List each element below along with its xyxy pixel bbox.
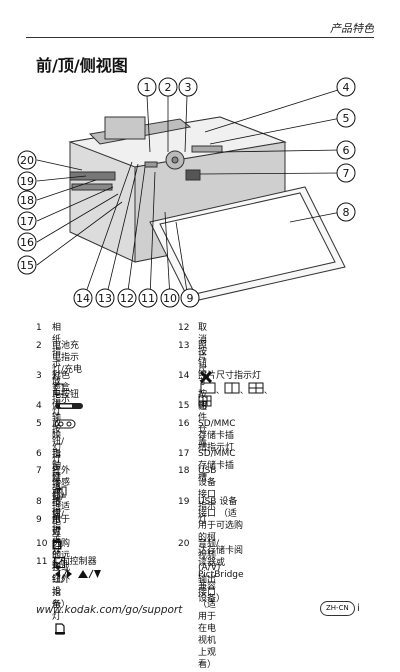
callout-10: 10 <box>160 288 180 308</box>
callout-circles: 1 2 3 4 5 6 7 8 9 10 11 12 13 14 15 16 1… <box>17 77 356 308</box>
slideshow-icon <box>52 540 62 550</box>
photo-size-icons: 、 、 、 <box>200 382 272 394</box>
photo-size-grid-icon <box>198 395 212 407</box>
callout-9: 9 <box>180 288 200 308</box>
svg-text:、: 、 <box>240 386 248 394</box>
callout-18: 18 <box>17 190 37 210</box>
battery-icon <box>55 403 83 410</box>
callout-7: 7 <box>336 163 356 183</box>
svg-text:12: 12 <box>120 292 134 305</box>
svg-text:20: 20 <box>20 154 34 167</box>
callout-11: 11 <box>138 288 158 308</box>
leader-lines <box>36 89 342 299</box>
callout-8: 8 <box>336 202 356 222</box>
svg-text:5: 5 <box>343 112 350 125</box>
svg-text:13: 13 <box>98 292 112 305</box>
svg-text:19: 19 <box>20 175 34 188</box>
callout-19: 19 <box>17 171 37 191</box>
callout-4: 4 <box>336 77 356 97</box>
four-way-controller-icon <box>55 569 101 578</box>
support-url[interactable]: www.kodak.com/go/support <box>36 604 183 616</box>
callout-12: 12 <box>117 288 137 308</box>
auto-enhance-icon <box>54 557 65 569</box>
svg-text:2: 2 <box>165 81 172 94</box>
callout-1: 1 <box>137 77 157 97</box>
printer-figure: 1 2 3 4 5 6 7 8 9 10 11 12 13 14 15 16 1… <box>17 77 356 308</box>
svg-text:9: 9 <box>187 292 194 305</box>
printer-illustration <box>68 116 346 303</box>
page-title: 前/顶/侧视图 <box>36 56 128 75</box>
svg-text:15: 15 <box>20 259 34 272</box>
svg-text:、: 、 <box>216 386 224 394</box>
svg-text:、: 、 <box>264 386 272 394</box>
transfer-icon <box>55 486 67 498</box>
ink-cartridge-icon <box>54 419 76 429</box>
callout-15: 15 <box>17 255 37 275</box>
callout-16: 16 <box>17 232 37 252</box>
svg-text:16: 16 <box>20 236 34 249</box>
callout-14: 14 <box>73 288 93 308</box>
language-badge: ZH-CN <box>320 601 355 616</box>
cancel-icon <box>200 370 212 383</box>
svg-text:1: 1 <box>144 81 151 94</box>
svg-text:10: 10 <box>163 292 177 305</box>
callout-3: 3 <box>178 77 198 97</box>
svg-text:4: 4 <box>343 81 350 94</box>
callout-17: 17 <box>17 211 37 231</box>
svg-text:8: 8 <box>343 206 350 219</box>
section-header: 产品特色 <box>330 22 374 35</box>
svg-text:18: 18 <box>20 194 34 207</box>
print-icon <box>55 623 65 635</box>
svg-text:14: 14 <box>76 292 90 305</box>
header-rule <box>26 37 374 38</box>
svg-text:7: 7 <box>343 167 350 180</box>
paper-icon <box>54 383 64 395</box>
svg-text:6: 6 <box>343 144 350 157</box>
callout-5: 5 <box>336 108 356 128</box>
svg-text:11: 11 <box>141 292 155 305</box>
svg-text:17: 17 <box>20 215 34 228</box>
svg-text:3: 3 <box>185 81 192 94</box>
callout-2: 2 <box>158 77 178 97</box>
callout-6: 6 <box>336 140 356 160</box>
page-number: i <box>357 603 360 614</box>
callout-20: 20 <box>17 150 37 170</box>
callout-13: 13 <box>95 288 115 308</box>
